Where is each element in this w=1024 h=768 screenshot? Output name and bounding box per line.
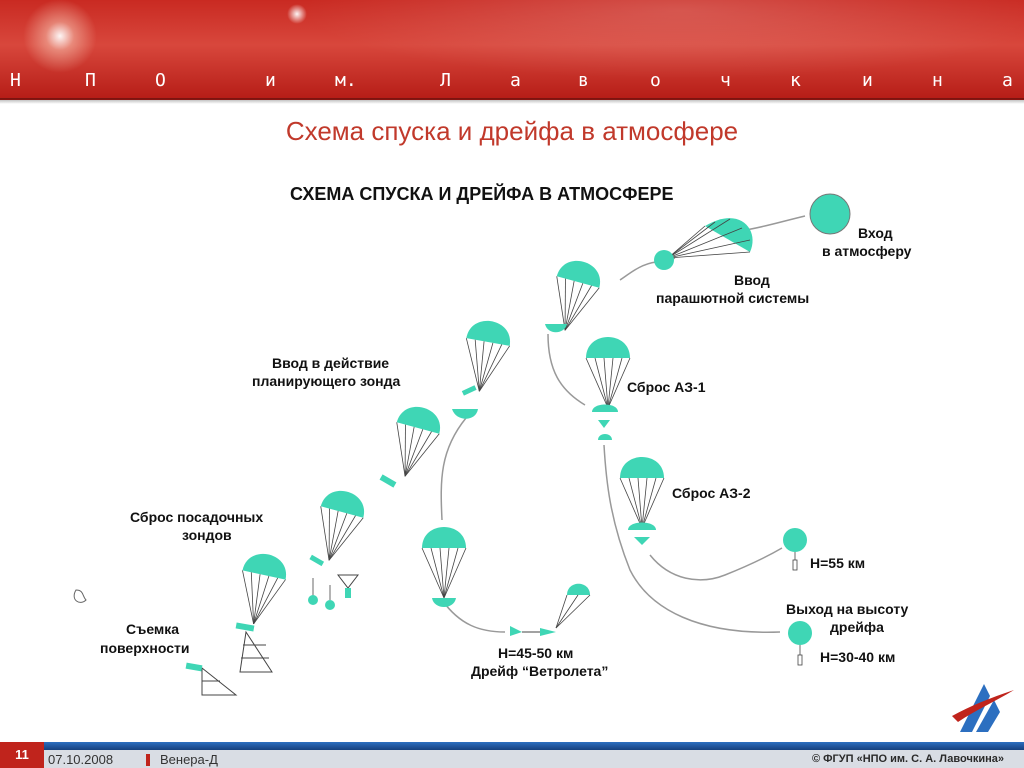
brand-letter: П — [85, 70, 96, 91]
label-chute: Ввод — [734, 272, 770, 288]
lens-flare-icon — [20, 0, 100, 76]
brand-letter: к — [790, 70, 801, 91]
header-shadow — [0, 98, 1024, 104]
label-entry: в атмосферу — [822, 243, 912, 259]
label-az1: Сброс АЗ-1 — [627, 379, 706, 395]
parachute-icon — [231, 549, 291, 629]
parachute-deploy-icon — [654, 218, 753, 270]
label-glider: планирующего зонда — [252, 373, 400, 389]
capsule-half-icon — [634, 537, 650, 545]
label-drift-alt: Выход на высоту — [786, 601, 909, 617]
descent-diagram: СХЕМА СПУСКА И ДРЕЙФА В АТМОСФЕРЕ — [73, 183, 912, 696]
parachute-icon — [585, 336, 631, 409]
heatshield-icon — [452, 409, 478, 419]
footer-line — [0, 742, 1024, 750]
probe-icon — [545, 324, 567, 333]
brand-letter: ч — [720, 70, 731, 91]
capsule-half-icon — [592, 404, 618, 412]
probe-icon — [185, 662, 203, 672]
parachute-icon — [543, 255, 606, 337]
brand-letter: и — [265, 70, 276, 91]
decor-icon — [73, 589, 87, 603]
vetrolet-parachute-icon — [421, 526, 467, 599]
label-drift-alt: дрейфа — [830, 619, 884, 635]
header-glow — [300, 0, 1024, 80]
label-chute: парашютной системы — [656, 290, 809, 306]
label-az2: Сброс АЗ-2 — [672, 485, 751, 501]
footer-project: Венера-Д — [160, 752, 218, 767]
brand-letter: О — [155, 70, 166, 91]
label-h55: H=55 км — [810, 555, 865, 571]
brand-letter: н — [932, 70, 943, 91]
probe-icon — [309, 554, 325, 567]
label-landers: зондов — [182, 527, 232, 543]
brand-letter: а — [510, 70, 521, 91]
lander-probes-icon — [308, 574, 360, 610]
brand-letter: м. — [335, 70, 357, 91]
page-number: 11 — [0, 742, 44, 768]
label-entry: Вход — [858, 225, 893, 241]
label-h30-40: H=30-40 км — [820, 649, 895, 665]
brand-letter: Н — [10, 70, 21, 91]
capsule-half-icon — [432, 598, 456, 607]
parachute-icon — [619, 456, 665, 529]
entry-capsule-icon — [809, 193, 851, 235]
footer-separator — [146, 754, 150, 766]
brand-letter: о — [650, 70, 661, 91]
capsule-half-icon — [628, 522, 656, 530]
surface-survey-icon — [201, 630, 273, 696]
footer-copyright: © ФГУП «НПО им. С. А. Лавочкина» — [811, 753, 1004, 765]
probe-icon — [461, 385, 477, 396]
brand-letter: и — [862, 70, 873, 91]
slide-title: Схема спуска и дрейфа в атмосфере — [285, 116, 739, 146]
lens-flare-small-icon — [287, 4, 307, 24]
capsule-half-icon — [598, 420, 610, 428]
label-landers: Сброс посадочных — [130, 509, 263, 525]
label-survey: Съемка — [126, 621, 179, 637]
brand-letter: а — [1002, 70, 1013, 91]
brand-letter: Л — [440, 70, 451, 91]
parachute-icon — [457, 317, 514, 396]
probe-icon — [379, 474, 397, 488]
probe-icon — [235, 622, 255, 632]
label-glider: Ввод в действие — [272, 355, 389, 371]
balloon-icon — [783, 528, 807, 552]
brand-wordmark: Н П О и м. Л а в о ч к и н а — [0, 70, 1024, 96]
header-band: Н П О и м. Л а в о ч к и н а — [0, 0, 1024, 100]
diagram-heading: СХЕМА СПУСКА И ДРЕЙФА В АТМОСФЕРЕ — [290, 183, 674, 204]
parachute-icon — [307, 485, 370, 567]
vetrolet-drift-icon — [510, 583, 591, 636]
label-drift-name: Дрейф “Ветролета” — [471, 663, 608, 679]
capsule-half-icon — [598, 434, 612, 440]
label-survey: поверхности — [100, 640, 189, 656]
balloon-icon — [788, 621, 812, 645]
footer-bar: 07.10.2008 Венера-Д © ФГУП «НПО им. С. А… — [0, 750, 1024, 768]
label-h45-50: H=45-50 км — [498, 645, 573, 661]
parachute-icon — [383, 401, 446, 483]
footer-date: 07.10.2008 — [48, 752, 114, 767]
lavochkin-logo-icon — [952, 684, 1014, 732]
brand-letter: в — [578, 70, 589, 91]
